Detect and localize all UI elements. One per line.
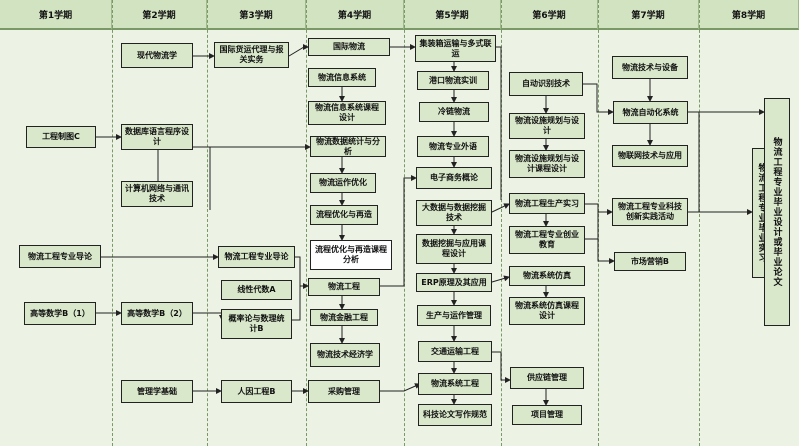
course-management-basics: 管理学基础 (121, 380, 193, 403)
course-facility-planning-design: 物流设施规划与设计课程设计 (509, 150, 585, 178)
course-marketing: 市场营销B (614, 252, 686, 271)
course-entrepreneurship: 物流工程专业创业教育 (509, 226, 585, 254)
course-logistics-operation-optimization: 物流运作优化 (310, 173, 376, 193)
column-divider (112, 0, 113, 446)
course-process-reengineering: 流程优化与再造 (310, 205, 378, 225)
course-innovation-practice: 物流工程专业科技创新实践活动 (612, 198, 688, 226)
semester-header-1: 第1学期 (0, 0, 112, 30)
course-engineering-drawing: 工程制图C (26, 126, 96, 148)
course-production-operations: 生产与运作管理 (417, 305, 491, 326)
course-logistics-english: 物流专业外语 (417, 136, 489, 157)
course-freight-forwarding: 国际货运代理与报关实务 (214, 42, 289, 68)
semester-header-8: 第8学期 (699, 0, 799, 30)
course-purchasing-management: 采购管理 (308, 380, 380, 403)
course-big-data-mining: 大数据与数据挖掘技术 (416, 200, 492, 226)
course-project-management: 项目管理 (512, 405, 582, 425)
course-system-simulation: 物流系统仿真 (509, 266, 585, 286)
column-divider (306, 0, 307, 446)
course-logistics-info-system: 物流信息系统 (308, 68, 376, 87)
column-divider (699, 0, 700, 446)
course-probability-statistics: 概率论与数理统计B (221, 309, 292, 339)
course-linear-algebra: 线性代数A (221, 280, 292, 300)
semester-header-4: 第4学期 (306, 0, 404, 30)
course-erp: ERP原理及其应用 (416, 273, 492, 292)
semester-header-2: 第2学期 (112, 0, 207, 30)
course-math-b1: 高等数学B（1） (24, 302, 96, 325)
column-divider (501, 0, 502, 446)
course-logistics-finance: 物流金融工程 (310, 309, 378, 326)
course-iot: 物联网技术与应用 (612, 145, 688, 167)
course-cold-chain: 冷链物流 (419, 102, 489, 122)
course-logistics-data-statistics: 物流数据统计与分析 (310, 136, 386, 157)
course-logistics-automation: 物流自动化系统 (613, 101, 688, 124)
course-major-intro-s3: 物流工程专业导论 (218, 246, 295, 268)
semester-header-6: 第6学期 (501, 0, 598, 30)
semester-header-3: 第3学期 (207, 0, 306, 30)
course-computer-network: 计算机网络与通讯技术 (121, 181, 193, 207)
course-facility-planning: 物流设施规划与设计 (509, 113, 585, 139)
course-logistics-tech-economics: 物流技术经济学 (310, 343, 380, 367)
course-graduation-thesis: 物流工程专业毕业设计或毕业论文 (764, 98, 790, 326)
course-info-system-design: 物流信息系统课程设计 (308, 101, 386, 125)
course-logistics-engineering: 物流工程 (308, 278, 380, 296)
course-port-logistics-training: 港口物流实训 (417, 71, 489, 90)
course-transport-engineering: 交通运输工程 (418, 341, 492, 362)
course-supply-chain: 供应链管理 (510, 367, 584, 389)
course-logistics-equipment: 物流技术与设备 (612, 56, 688, 79)
course-math-b2: 高等数学B（2） (121, 302, 193, 325)
course-data-mining-design: 数据挖掘与应用课程设计 (416, 234, 492, 264)
course-production-practice: 物流工程生产实习 (509, 193, 585, 214)
course-simulation-design: 物流系统仿真课程设计 (509, 297, 585, 325)
column-divider (207, 0, 208, 446)
semester-header-7: 第7学期 (598, 0, 699, 30)
course-human-factors: 人因工程B (221, 380, 292, 403)
course-logistics-systems-engineering: 物流系统工程 (418, 373, 492, 395)
course-scientific-writing: 科技论文写作规范 (418, 404, 492, 426)
course-database-programming: 数据库语言程序设计 (121, 124, 193, 150)
course-ecommerce: 电子商务概论 (416, 167, 492, 189)
course-process-reengineering-design: 流程优化与再造课程分析 (310, 240, 392, 270)
course-major-intro: 物流工程专业导论 (19, 245, 101, 268)
semester-header-5: 第5学期 (404, 0, 501, 30)
course-modern-logistics: 现代物流学 (121, 43, 193, 68)
course-container-transport: 集装箱运输与多式联运 (415, 35, 496, 62)
course-auto-identification: 自动识别技术 (509, 72, 583, 96)
course-international-logistics: 国际物流 (308, 38, 390, 56)
